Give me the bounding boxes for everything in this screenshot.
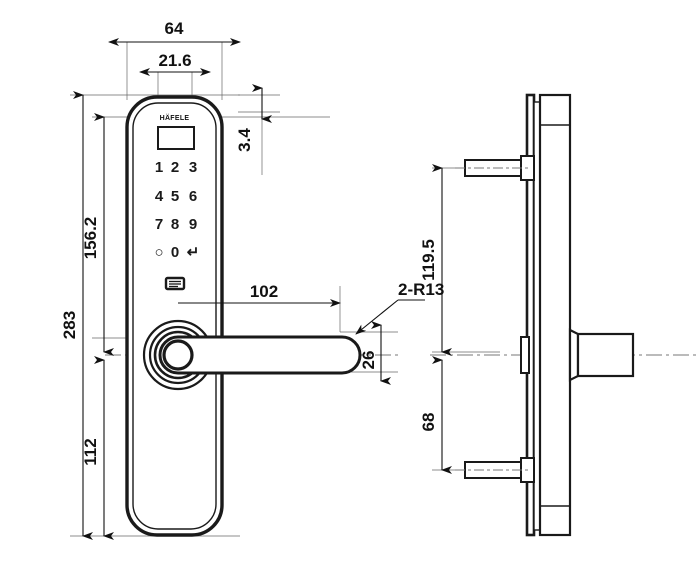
- dimension-lines: [73, 38, 452, 540]
- key-5[interactable]: 5: [171, 188, 179, 205]
- key-2[interactable]: 2: [171, 159, 179, 176]
- key-enter[interactable]: ↵: [187, 244, 200, 261]
- leader-radius-pointer: [355, 299, 399, 335]
- dim-overall-height: 283: [60, 311, 79, 339]
- card-reader-icon: [164, 276, 186, 291]
- side-body-outline: [538, 93, 572, 537]
- key-8[interactable]: 8: [171, 216, 179, 233]
- square-spindle: [576, 332, 635, 378]
- dim-display-width: 21.6: [158, 51, 191, 70]
- dim-bolt-upper: 119.5: [419, 239, 438, 281]
- key-9[interactable]: 9: [189, 216, 197, 233]
- handle-hub-bore: [162, 339, 194, 371]
- upper-mounting-bolt: [455, 155, 535, 181]
- key-7[interactable]: 7: [155, 216, 163, 233]
- key-6[interactable]: 6: [189, 188, 197, 205]
- dim-upper-height: 156.2: [81, 217, 100, 260]
- dim-radius-note: 2-R13: [398, 280, 444, 299]
- side-view: [455, 93, 635, 537]
- lock-body-outline: [125, 95, 224, 537]
- dim-handle-length: 102: [250, 282, 278, 301]
- dim-lower-height: 112: [81, 438, 100, 465]
- key-4[interactable]: 4: [155, 188, 164, 205]
- lever-handle: [158, 335, 362, 375]
- dimension-labels: 64 21.6 283 156.2 112 3.4 102 26 2-R13 1…: [60, 19, 444, 466]
- dim-bolt-lower: 68: [419, 413, 438, 432]
- dim-top-offset: 3.4: [235, 128, 254, 152]
- dim-handle-width: 26: [359, 351, 378, 370]
- key-3[interactable]: 3: [189, 159, 197, 176]
- key-power[interactable]: ○: [154, 244, 163, 261]
- brand-logo: HÄFELE: [160, 114, 190, 122]
- keypad[interactable]: 1 2 3 4 5 6 7 8 9 ○ 0 ↵: [154, 159, 199, 261]
- lower-mounting-bolt: [455, 457, 535, 483]
- key-0[interactable]: 0: [171, 244, 179, 261]
- side-left-boss: [520, 336, 530, 374]
- lock-body-inner-bevel: [132, 102, 217, 530]
- spindle-collar: [568, 328, 580, 382]
- dim-overall-width: 64: [165, 19, 184, 38]
- lcd-window: [157, 126, 195, 150]
- front-view: HÄFELE 1 2 3 4 5 6 7 8 9 ○ 0 ↵: [125, 95, 362, 537]
- key-1[interactable]: 1: [155, 159, 163, 176]
